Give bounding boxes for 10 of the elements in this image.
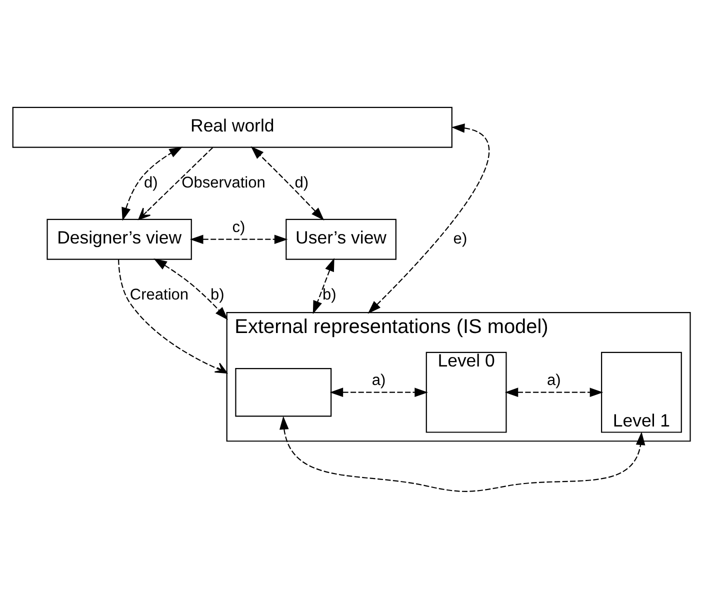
edge-label: c)	[232, 218, 246, 236]
edge-label: a)	[372, 372, 386, 389]
edge-label: Creation	[130, 286, 189, 304]
edge-label: e)	[453, 230, 468, 248]
edge-label: b)	[210, 286, 224, 304]
edge-label: a)	[546, 372, 561, 389]
edge-label: b)	[322, 286, 336, 304]
edge-label: Observation	[182, 174, 266, 192]
edge-label: d)	[294, 174, 309, 192]
edge-label: d)	[144, 174, 158, 192]
